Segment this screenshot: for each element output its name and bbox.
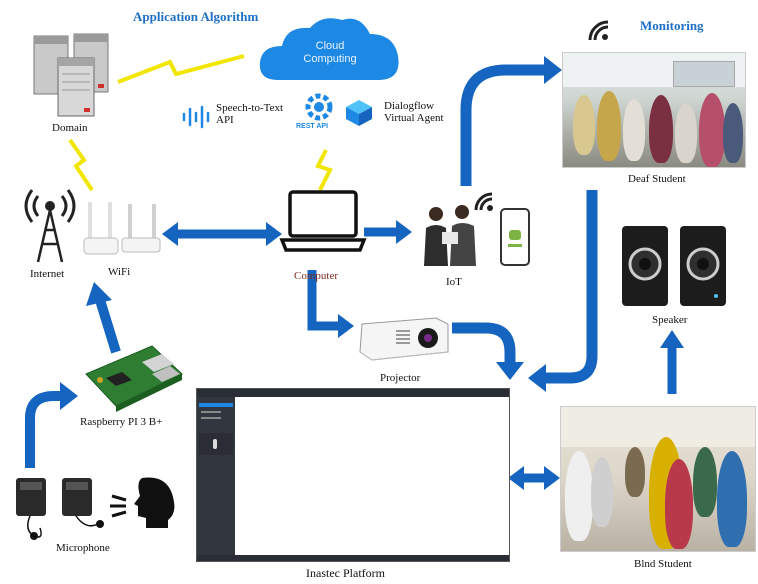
cloud-line1: Cloud xyxy=(315,40,345,52)
lightning-cloud-server xyxy=(117,54,245,84)
speech-to-text-label: Speech-to-Text API xyxy=(216,102,284,126)
monitoring-title: Monitoring xyxy=(640,18,704,33)
computer-iot-arrow xyxy=(364,220,412,244)
computer-projector-arrow xyxy=(307,270,354,338)
deaf-student-photo xyxy=(562,52,746,168)
projector-platform-arrow xyxy=(452,322,524,380)
rest-api-icon xyxy=(305,93,333,121)
lightning-domain-wifi xyxy=(68,138,94,192)
phone-icon xyxy=(500,208,530,266)
blind-speaker-arrow xyxy=(660,330,684,394)
speaker-icon xyxy=(622,226,726,306)
dialogflow-label: Dialogflow Virtual Agent xyxy=(384,100,444,124)
server-icon xyxy=(33,33,109,117)
microphone-icon xyxy=(16,478,104,540)
blind-student-label: Blnd Student xyxy=(634,558,692,570)
rest-api-label: REST API xyxy=(296,123,329,130)
microphone-label: Microphone xyxy=(56,542,110,554)
speech-head-icon xyxy=(110,477,175,528)
deaf-student-label: Deaf Student xyxy=(628,173,686,185)
computer-label: Computer xyxy=(294,270,338,282)
platform-blind-arrow xyxy=(508,466,560,490)
microphone-raspberry-arrow xyxy=(25,382,78,468)
projector-icon xyxy=(359,317,449,361)
domain-label: Domain xyxy=(52,122,88,134)
wifi-label: WiFi xyxy=(108,266,131,278)
soundwave-icon xyxy=(182,105,210,129)
platform-topbar xyxy=(197,389,509,397)
speaker-label: Speaker xyxy=(652,314,688,326)
blind-student-photo xyxy=(560,406,756,552)
platform-label: Inastec Platform xyxy=(306,566,385,580)
monitoring-signal-icon xyxy=(588,20,609,41)
projector-label: Projector xyxy=(380,372,421,384)
raspberry-label: Raspberry PI 3 B+ xyxy=(80,416,163,428)
inastec-platform-screen xyxy=(196,388,510,562)
iot-monitoring-arrow xyxy=(460,56,562,186)
deaf-platform-arrow xyxy=(528,190,598,392)
raspberry-wifi-arrow xyxy=(86,282,121,354)
application-algorithm-title: Application Algorithm xyxy=(133,9,259,24)
wifi-computer-arrow xyxy=(162,222,282,246)
cloud-line2: Computing xyxy=(303,53,357,65)
router-icon xyxy=(83,202,161,255)
dialogflow-icon xyxy=(346,100,372,126)
antenna-tower-icon xyxy=(24,189,76,263)
platform-footer xyxy=(197,555,509,561)
raspberry-pi-icon xyxy=(85,345,183,412)
platform-sidebar xyxy=(197,397,235,561)
lightning-rest-computer xyxy=(315,149,333,191)
cloud-icon xyxy=(259,18,399,80)
wifi-signal-icon xyxy=(474,192,493,211)
iot-label: IoT xyxy=(446,276,462,288)
internet-label: Internet xyxy=(30,268,65,280)
iot-people-icon xyxy=(424,205,476,266)
laptop-icon xyxy=(279,190,367,252)
